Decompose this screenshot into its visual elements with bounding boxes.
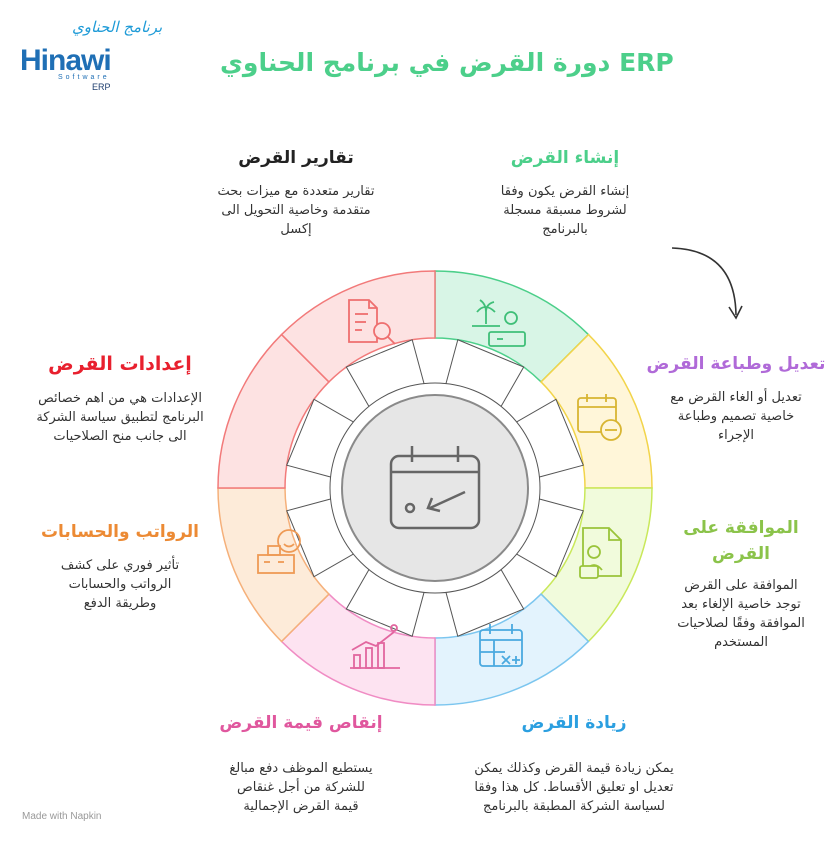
section-reports-line3: إكسل (280, 222, 312, 237)
section-settings: إعدادات القرض الإعدادات هي من اهم خصائص … (10, 353, 230, 446)
section-payroll-line3: وطريقة الدفع (83, 596, 157, 611)
building-face-icon (257, 529, 301, 574)
document-search-icon (348, 299, 396, 345)
logo-erp: ERP (92, 82, 111, 92)
section-edit-print-line1: تعديل أو الغاء القرض مع (670, 390, 802, 405)
section-approve-line1: الموافقة على القرض (684, 578, 798, 593)
section-reports: تقارير القرض تقارير متعددة مع ميزات بحث … (188, 148, 404, 239)
section-decrease-title: إنقاص قيمة القرض (219, 713, 383, 733)
section-create-line3: بالبرنامج (542, 222, 588, 237)
section-reports-line2: متقدمة وخاصية التحويل الى (221, 203, 371, 218)
calendar-arrow-icon (389, 446, 481, 530)
section-increase: زيادة القرض يمكن زيادة قيمة القرض وكذلك … (434, 713, 714, 816)
section-decrease-line2: للشركة من أجل غنقاص (237, 780, 365, 795)
section-settings-title: إعدادات القرض (48, 353, 192, 375)
logo-main: Hinawi (20, 44, 112, 77)
section-create: إنشاء القرض إنشاء القرض يكون وفقا لشروط … (470, 148, 660, 239)
section-create-line1: إنشاء القرض يكون وفقا (500, 184, 630, 199)
section-payroll-line1: تأثير فوري على كشف (60, 558, 180, 573)
logo-sub: Software (58, 74, 110, 81)
arrow-head (728, 305, 743, 320)
flow-arrow (671, 247, 737, 316)
section-payroll: الرواتب والحسابات تأثير فوري على كشف الر… (20, 522, 220, 613)
section-reports-title: تقارير القرض (238, 148, 354, 168)
section-approve-title2: القرض (712, 544, 770, 564)
creation-icon (472, 299, 526, 347)
section-edit-print: تعديل وطباعة القرض تعديل أو الغاء القرض … (640, 354, 832, 445)
section-settings-line2: البرنامج لتطبيق سياسة الشركة (36, 410, 204, 425)
bar-chart-icon (350, 624, 400, 669)
section-increase-line3: لسياسة الشركة المطبقة بالبرنامج (483, 799, 665, 814)
section-approve-line3: الموافقة وفقًا لصلاحيات (677, 616, 805, 631)
section-decrease-line3: قيمة القرض الإجمالية (243, 799, 359, 814)
logo: برنامج الحناوي Hinawi Software ERP (14, 18, 162, 98)
section-payroll-line2: الرواتب والحسابات (68, 577, 172, 592)
approval-document-icon (579, 527, 622, 579)
section-settings-line3: الى جانب منح الصلاحيات (53, 429, 187, 444)
section-approve: الموافقة على القرض الموافقة على القرض تو… (646, 518, 836, 652)
section-increase-line1: يمكن زيادة قيمة القرض وكذلك يمكن (474, 761, 674, 776)
section-edit-print-line2: خاصية تصميم وطباعة (677, 409, 795, 424)
section-increase-title: زيادة القرض (521, 713, 627, 733)
section-approve-line4: المستخدم (714, 635, 768, 650)
section-payroll-title: الرواتب والحسابات (40, 522, 200, 542)
section-approve-title: الموافقة على (683, 518, 799, 538)
credit-text: Made with Napkin (22, 811, 102, 822)
section-create-title: إنشاء القرض (510, 148, 620, 168)
wheel-segment-reports (280, 270, 436, 383)
logo-arabic: برنامج الحناوي (72, 18, 163, 36)
section-create-line2: لشروط مسبقة مسجلة (503, 203, 627, 218)
center-circle (341, 394, 529, 582)
section-reports-line1: تقارير متعددة مع ميزات بحث (217, 184, 375, 199)
section-approve-line2: توجد خاصية الإلغاء بعد (681, 597, 801, 612)
section-decrease-line1: يستطيع الموظف دفع مبالغ (229, 761, 373, 776)
section-settings-line1: الإعدادات هي من اهم خصائص (38, 391, 202, 406)
section-edit-print-title: تعديل وطباعة القرض (646, 354, 826, 374)
section-edit-print-line3: الإجراء (718, 428, 754, 443)
calendar-multiply-icon (479, 624, 523, 667)
section-increase-line2: تعديل او تعليق الأقساط. كل هذا وفقا (474, 780, 674, 795)
calendar-minus-icon (577, 394, 622, 441)
section-decrease: إنقاص قيمة القرض يستطيع الموظف دفع مبالغ… (196, 713, 406, 816)
